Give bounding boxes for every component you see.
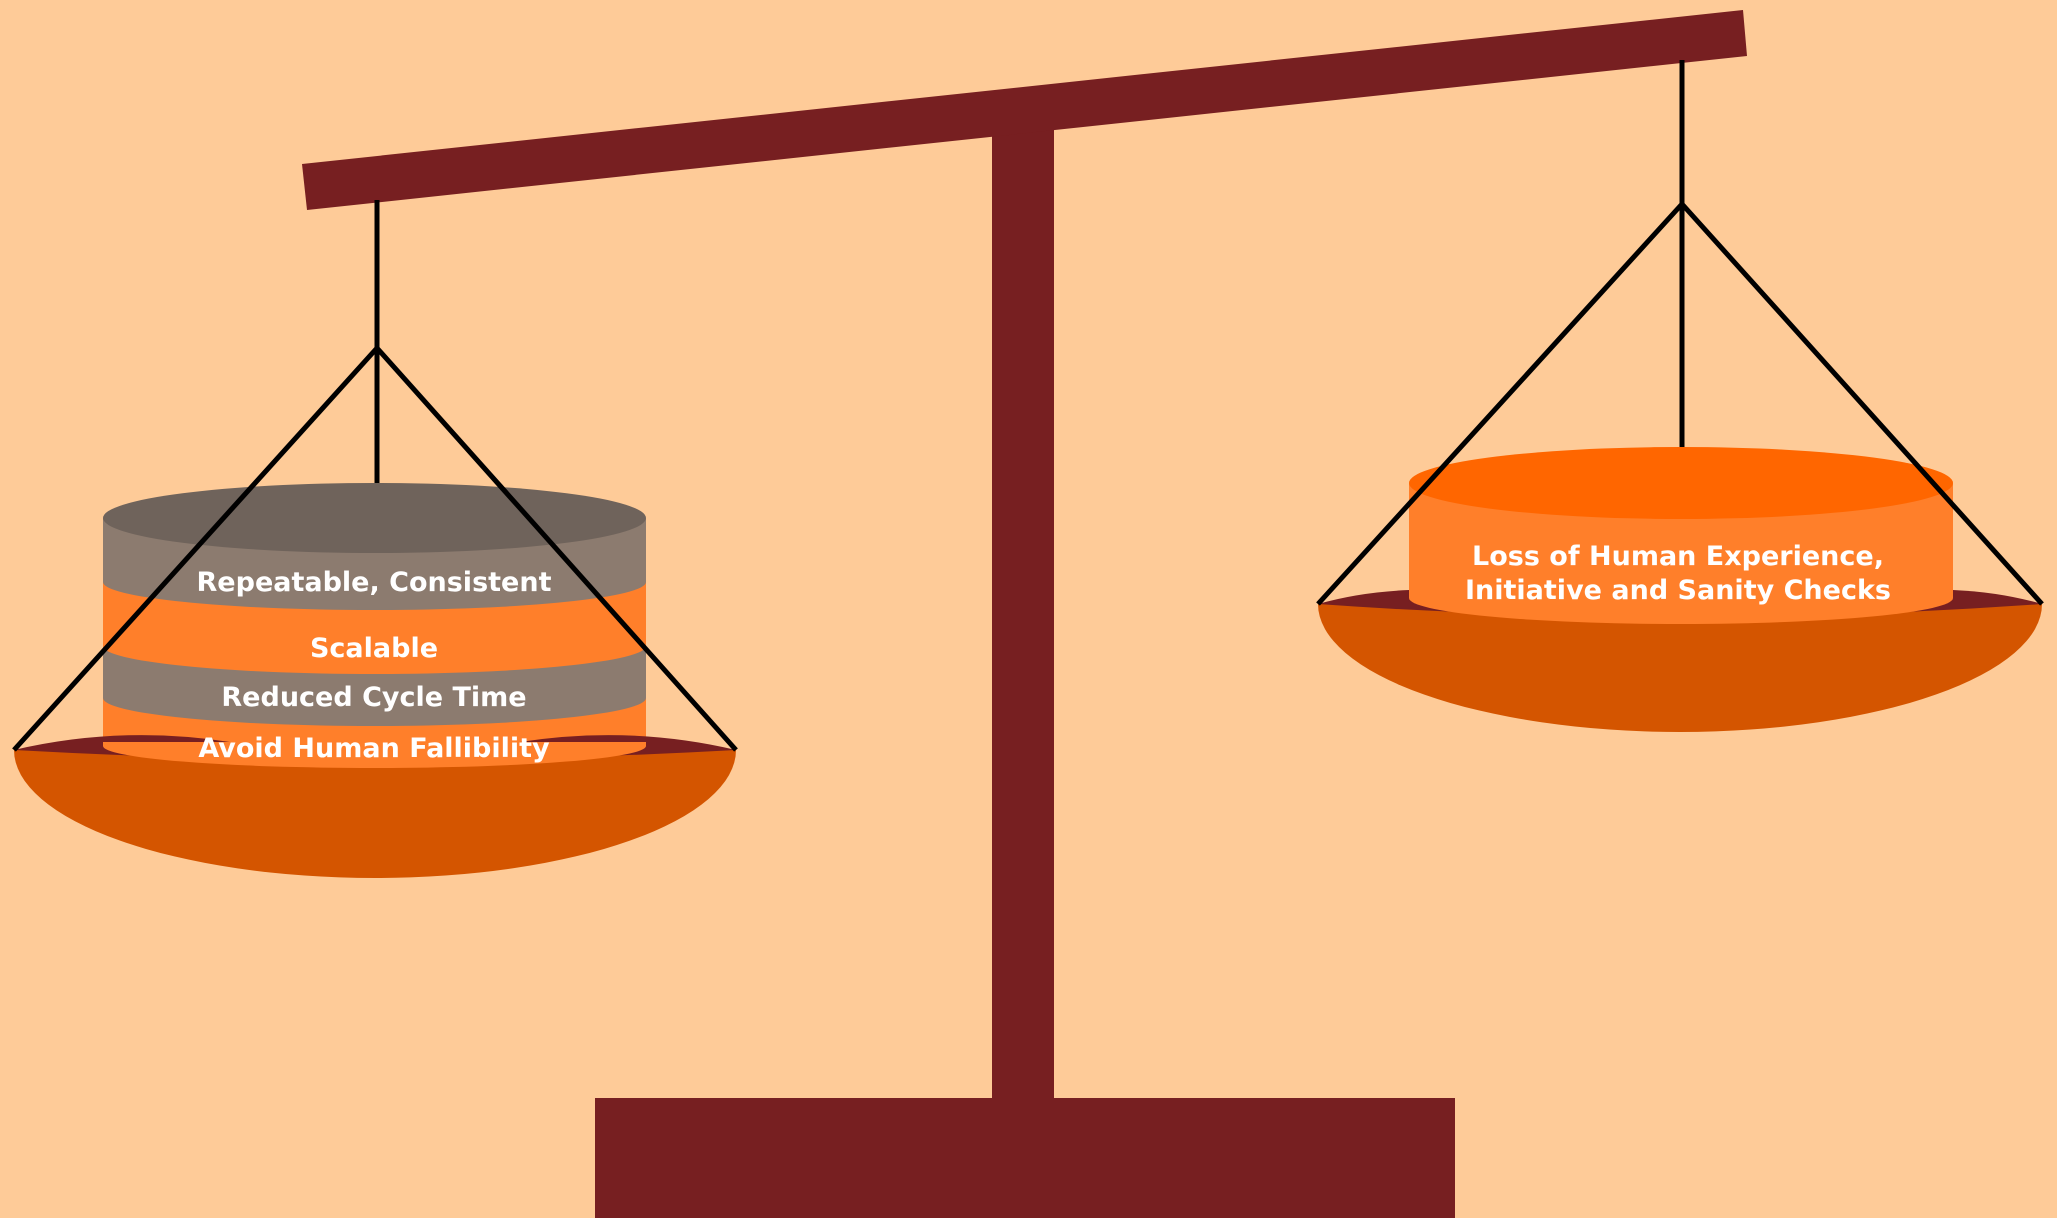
right-label-line-2: Initiative and Sanity Checks <box>1465 575 1891 606</box>
scale-pillar <box>992 128 1054 1103</box>
right-label-line-1: Loss of Human Experience, <box>1472 541 1884 572</box>
right-cylinder-top <box>1409 447 1953 519</box>
left-cylinder-stack <box>103 483 646 774</box>
left-layer-1-label: Repeatable, Consistent <box>197 567 552 598</box>
left-cylinder-top <box>103 483 646 553</box>
left-layer-2-label: Scalable <box>310 633 438 664</box>
left-layer-4-label: Avoid Human Fallibility <box>198 733 550 764</box>
scale-base <box>595 1098 1455 1218</box>
left-layer-3-label: Reduced Cycle Time <box>221 682 526 713</box>
